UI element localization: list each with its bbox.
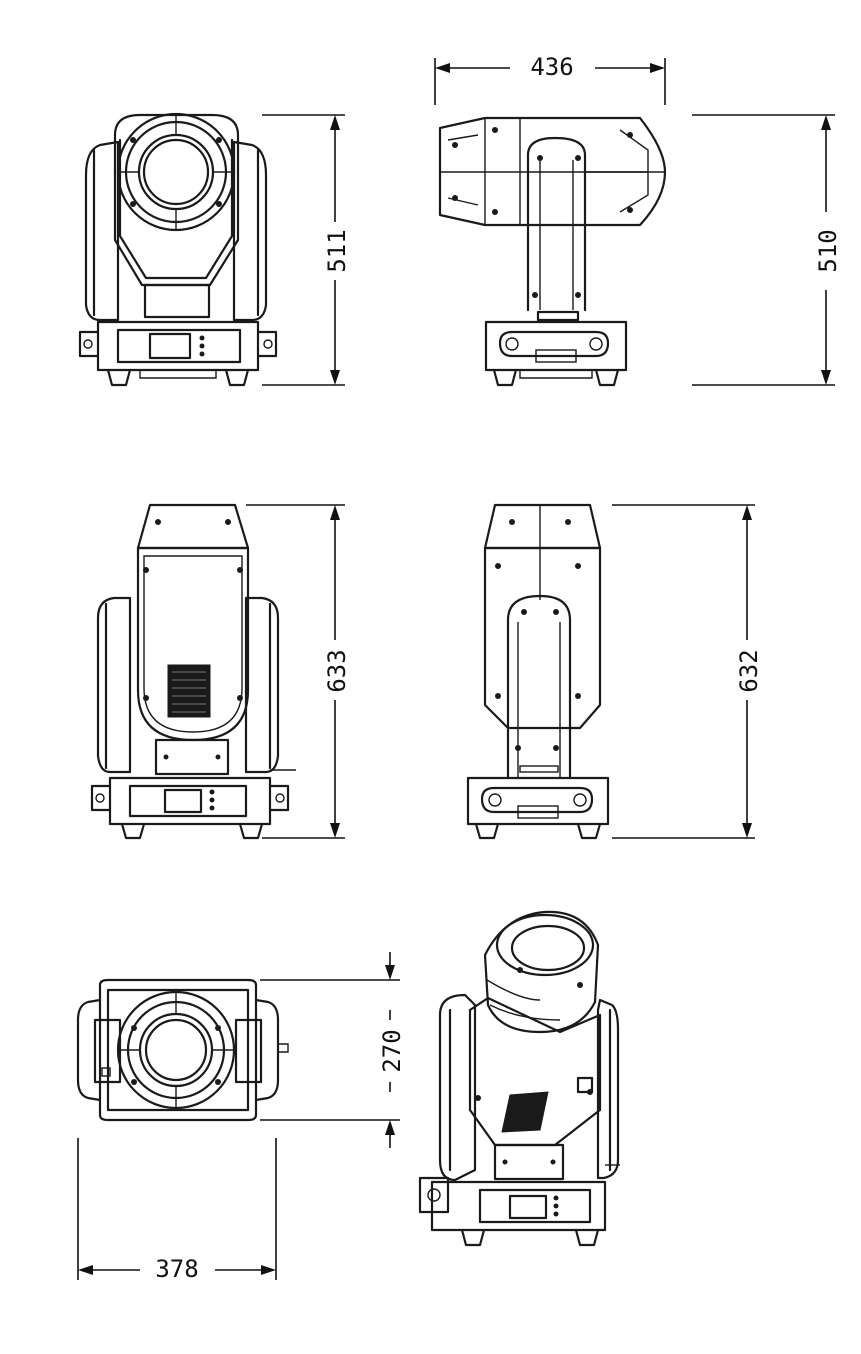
dim-rear-height-label: 633 [323,649,351,692]
dim-rear-side-height: 632 [612,504,763,839]
dim-front-height-label: 511 [323,229,351,272]
dim-top-depth-label: 270 [378,1029,406,1072]
dim-side-width-label: 436 [530,53,573,81]
perspective-view [418,910,620,1247]
dim-rear-side-height-label: 632 [735,649,763,692]
dim-side-height: 510 [692,114,842,386]
rear-side-view [466,503,610,840]
top-view [76,978,289,1122]
dim-top-width-label: 378 [155,1255,198,1283]
dim-side-width: 436 [434,53,666,105]
dim-top-width: 378 [77,1138,277,1283]
front-view [78,112,278,387]
dim-front-height: 511 [262,114,351,386]
dim-side-height-label: 510 [814,229,842,272]
rear-view [90,503,296,840]
side-view [438,116,667,387]
dim-rear-height: 633 [246,504,351,839]
dim-top-depth: 270 [260,952,406,1148]
